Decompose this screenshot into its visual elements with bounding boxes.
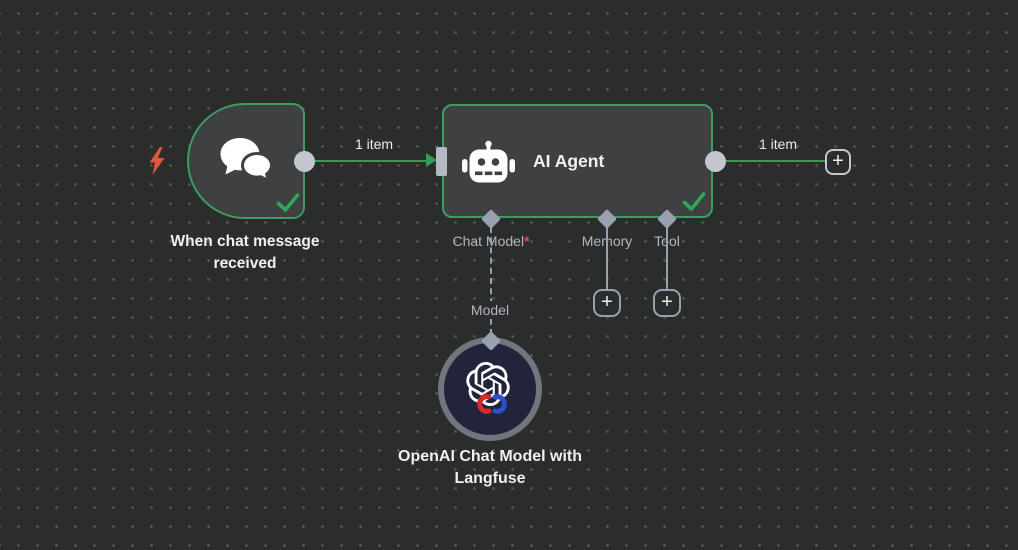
port-label-chat-model: Chat Model* [431,233,551,249]
memory-connection-line[interactable] [606,219,608,289]
trigger-success-check-icon [276,193,300,212]
robot-icon [462,140,515,183]
add-tool-button[interactable]: + [653,289,681,317]
model-node-caption: OpenAI Chat Model with Langfuse [398,448,582,488]
plus-icon: + [661,291,673,313]
langfuse-badge-icon [477,394,507,414]
chat-bubbles-icon [220,138,273,183]
agent-success-check-icon [682,192,706,211]
lightning-trigger-icon [149,147,165,175]
connection-trigger-to-agent[interactable] [305,160,429,162]
plus-icon: + [832,150,844,172]
required-asterisk: * [524,233,530,249]
connection-items-label: 1 item [758,136,798,152]
agent-output-endpoint[interactable] [705,151,726,172]
connection-arrowhead-icon [426,153,437,167]
agent-title: AI Agent [533,151,605,171]
trigger-output-endpoint[interactable] [294,151,315,172]
trigger-node-caption: When chat message received [170,233,320,272]
add-next-node-button[interactable]: + [825,149,851,175]
agent-input-endpoint[interactable] [436,147,447,176]
port-label-text: Chat Model [452,233,525,249]
model-connection-label: Model [458,301,522,319]
model-connection-dashed-line[interactable] [490,227,492,335]
connection-agent-to-next[interactable] [716,160,826,162]
tool-connection-line[interactable] [666,219,668,289]
connection-items-label: 1 item [354,136,394,152]
plus-icon: + [601,291,613,313]
add-memory-button[interactable]: + [593,289,621,317]
